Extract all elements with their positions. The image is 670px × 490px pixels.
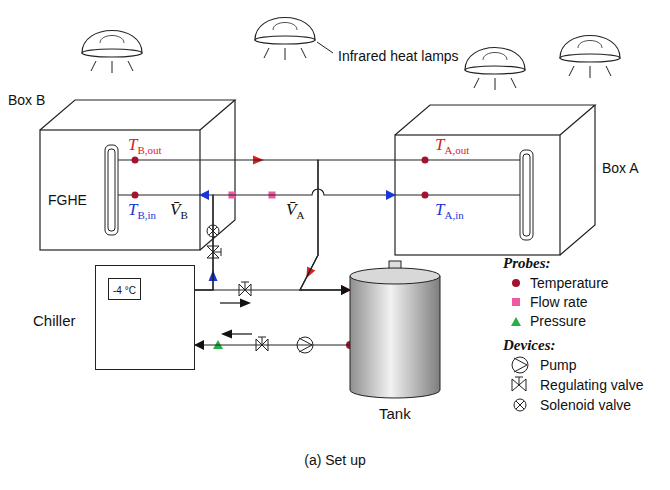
heat-lamp [465,48,525,91]
storage-tank: Tank [350,268,440,398]
pipe-connector [195,289,350,290]
regulating-valve [207,246,221,258]
variable-symbol: T [128,200,137,219]
node-label: Tank [379,405,411,422]
variable-symbol: T [435,135,444,154]
legend-text: Pressure [530,313,586,329]
test-box: Box A [395,135,560,255]
label-group: Probes: [503,254,551,272]
legend-heading: Probes: [503,255,551,271]
flow-arrow [221,330,252,339]
box-outline [395,105,595,255]
variable-subscript: A,out [444,144,469,156]
test-box: Box BFGHE [40,130,200,250]
legend-sample [514,399,526,411]
node-label: Box B [8,92,45,108]
regulating-valve [239,282,251,296]
legend-text: Regulating valve [540,377,644,393]
variable-subscript: A,in [444,209,463,221]
legend-sample [512,377,526,391]
temperature-display: -4 °C [108,278,141,300]
flow-arrow [220,299,251,308]
variable-symbol: V̄ [170,200,180,219]
variable-symbol: V̄ [286,200,296,219]
legend-sample [512,279,520,287]
variable-subscript: B [180,209,187,221]
heat-lamp [82,31,142,74]
label-group: Infrared heat lamps [338,47,459,65]
tank-top [350,268,440,284]
figure-caption: (a) Set up [0,452,670,468]
pipe-connector [200,160,350,290]
heat-lamp [255,18,315,61]
box-outline [40,100,235,250]
variable-subscript: B,in [137,209,156,221]
regulating-valve [256,337,268,351]
tank-body [350,268,440,398]
variable-subscript: B,out [137,144,161,156]
label-group: TA,out [435,135,469,154]
label-group: Devices: [503,336,555,354]
legend-text: Pump [540,357,577,373]
legend-sample [511,317,521,326]
callout-label: Infrared heat lamps [338,48,459,64]
label-group: TA,in [435,200,464,219]
pipe [118,160,520,195]
label-group: TB,in [128,200,156,219]
leader-line [317,42,333,53]
legend-text: Temperature [530,275,609,291]
chiller-unit: Chiller-4 °C [95,265,195,370]
node-label: Chiller [33,312,76,329]
legend-sample [512,357,528,373]
pipe-connector [195,195,213,290]
heat-lamp [560,36,620,79]
legend-sample [512,298,520,306]
legend-heading: Devices: [503,337,555,353]
display-reading: -4 °C [113,285,136,296]
pipe-connector [195,344,350,345]
legend-text: Flow rate [530,294,588,310]
node-label: FGHE [48,192,87,208]
label-group: TB,out [128,135,162,154]
variable-symbol: T [435,200,444,219]
label-group: V̄A [286,200,304,219]
fghe-plate [105,145,533,240]
variable-symbol: T [128,135,137,154]
node-label: Box A [602,160,639,176]
tank-shell [350,276,440,398]
variable-subscript: A [296,209,304,221]
label-group: V̄B [170,200,188,219]
legend-text: Solenoid valve [540,397,631,413]
